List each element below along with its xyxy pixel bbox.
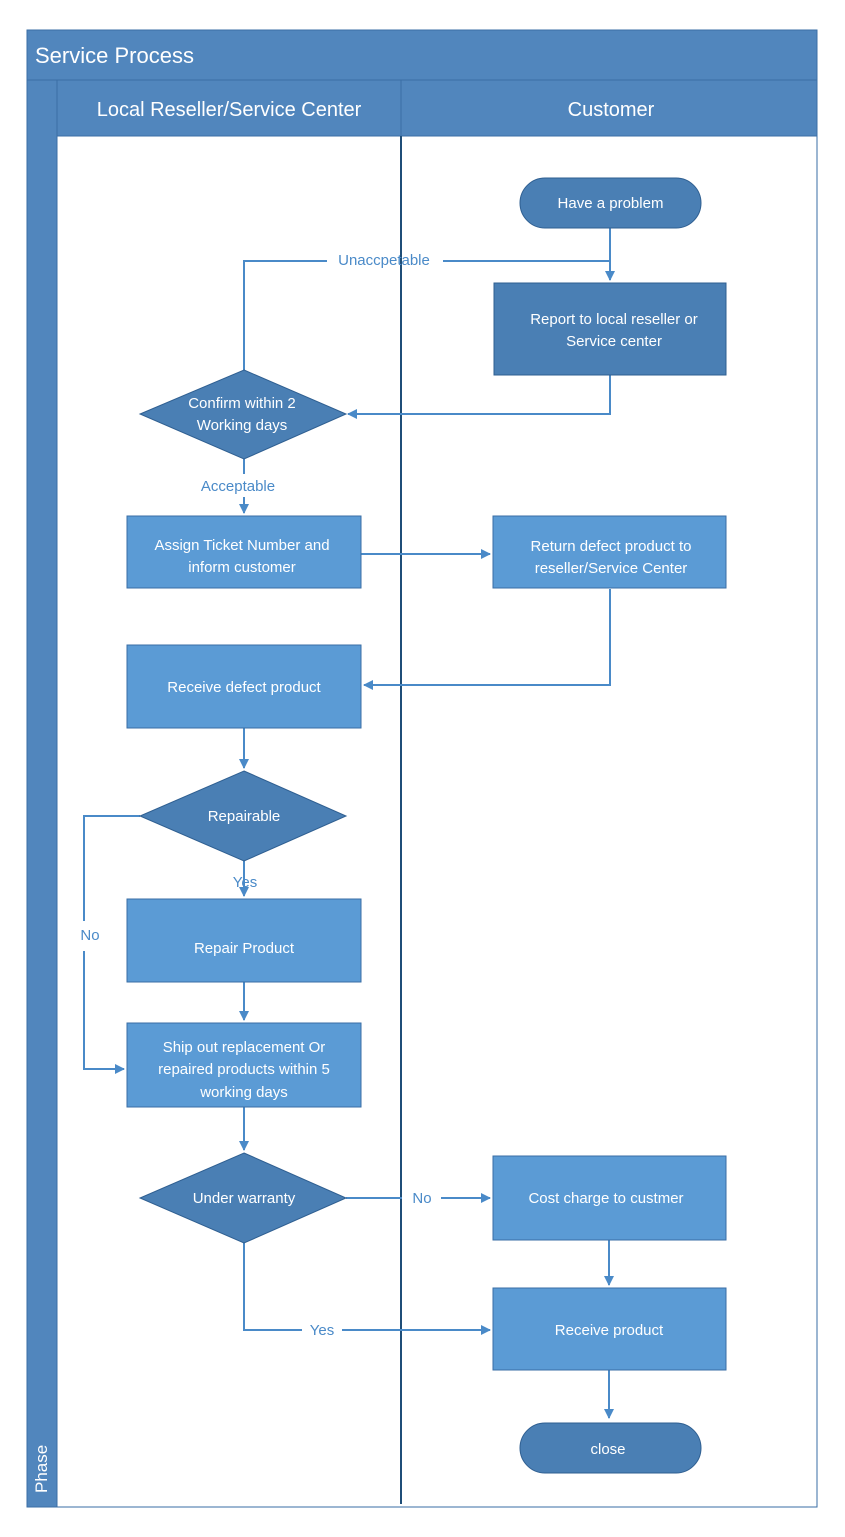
node-ship-line-1: Ship out replacement Or xyxy=(163,1039,326,1056)
node-ship-line-3: working days xyxy=(199,1084,288,1101)
edge-no-repair-a xyxy=(83,815,140,921)
node-repair: Repair Product xyxy=(126,898,362,983)
edge-label-yes-repair: Yes xyxy=(233,874,257,891)
title-bar xyxy=(26,29,818,81)
lane-label-customer: Customer xyxy=(568,99,655,121)
node-confirm-line-2: Working days xyxy=(197,417,288,434)
phase-label: Phase xyxy=(32,1445,51,1493)
diagram-title: Service Process xyxy=(35,43,194,68)
node-return-defect: Return defect product to reseller/Servic… xyxy=(492,515,727,589)
node-report: Report to local reseller or Service cent… xyxy=(493,282,727,376)
node-report-line-2: Service center xyxy=(566,333,662,350)
node-cost-label: Cost charge to custmer xyxy=(528,1190,683,1207)
node-assign-line-2: inform customer xyxy=(188,559,296,576)
edge-label-acceptable: Acceptable xyxy=(201,478,275,495)
lane-header-customer xyxy=(400,79,818,137)
node-warranty-label: Under warranty xyxy=(193,1190,296,1207)
node-have-problem-label: Have a problem xyxy=(558,195,664,212)
edge-label-unacceptable: Unaccpetable xyxy=(338,252,430,269)
edge-label-yes-warranty: Yes xyxy=(310,1322,334,1339)
node-close-label: close xyxy=(590,1441,625,1458)
node-repair-label: Repair Product xyxy=(194,940,295,957)
edge-no-repair-b xyxy=(83,951,125,1074)
edge-yes-warranty-a xyxy=(243,1243,302,1331)
node-ship: Ship out replacement Or repaired product… xyxy=(126,1022,362,1108)
edge-unacceptable-loop xyxy=(243,260,327,370)
node-confirm-line-1: Confirm within 2 xyxy=(188,395,296,412)
node-receive-defect-label: Receive defect product xyxy=(167,679,321,696)
node-warranty-decision: Under warranty xyxy=(138,1152,348,1244)
lane-header-reseller xyxy=(56,79,402,137)
node-repairable-label: Repairable xyxy=(208,808,281,825)
node-confirm-decision: Confirm within 2 Working days xyxy=(138,369,348,460)
node-close: close xyxy=(519,1422,702,1474)
node-return-line-1: Return defect product to xyxy=(531,538,692,555)
node-receive-product: Receive product xyxy=(492,1287,727,1371)
phase-column xyxy=(26,79,58,1508)
node-have-problem: Have a problem xyxy=(519,177,702,229)
edge-return-to-receive xyxy=(363,589,611,690)
node-report-line-1: Report to local reseller or xyxy=(530,311,698,328)
node-ship-line-2: repaired products within 5 xyxy=(158,1061,330,1078)
lane-label-reseller: Local Reseller/Service Center xyxy=(97,99,362,121)
edge-label-no-warranty: No xyxy=(412,1190,431,1207)
node-assign-line-1: Assign Ticket Number and xyxy=(154,537,329,554)
node-receive-product-label: Receive product xyxy=(555,1322,664,1339)
node-repairable-decision: Repairable xyxy=(138,770,348,862)
node-cost: Cost charge to custmer xyxy=(492,1155,727,1241)
node-assign: Assign Ticket Number and inform customer xyxy=(126,515,362,589)
node-receive-defect: Receive defect product xyxy=(126,644,362,729)
edge-report-to-confirm xyxy=(347,375,611,419)
node-return-line-2: reseller/Service Center xyxy=(535,560,688,577)
edge-label-no-repair: No xyxy=(80,927,99,944)
